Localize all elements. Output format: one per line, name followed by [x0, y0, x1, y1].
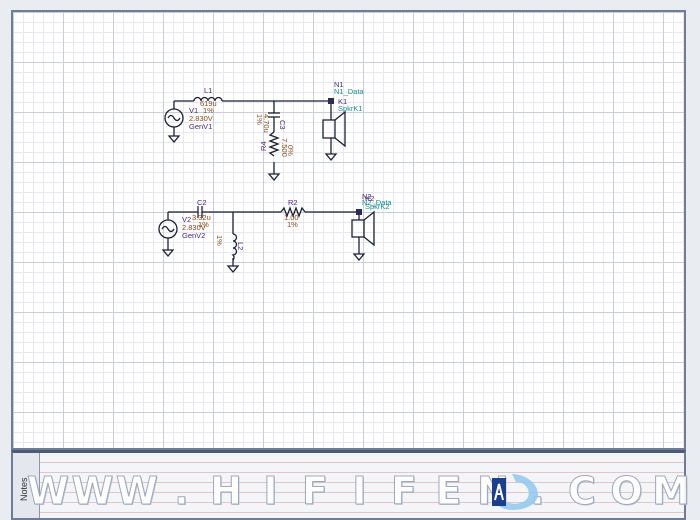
v1-name: GenV1	[189, 122, 212, 131]
inductor-l2[interactable]	[226, 212, 240, 274]
watermark-letter: H	[210, 469, 243, 514]
watermark-letter: I	[263, 469, 278, 514]
c3-ref: C3	[278, 120, 287, 130]
r4-value: 7.500	[280, 138, 289, 157]
r2-ref: R2	[288, 198, 298, 207]
r2-tol: 1%	[287, 220, 298, 229]
watermark-letter: O	[610, 469, 643, 514]
node-n1[interactable]	[328, 98, 334, 104]
c2-value: 3.32u	[192, 213, 211, 222]
watermark-letter: I	[352, 469, 367, 514]
r2-value: 1.00	[284, 213, 299, 222]
n2-name: N2_Data	[362, 198, 392, 207]
n2-ref: N2	[362, 192, 372, 201]
v1-voltage: 2.830V	[189, 114, 213, 123]
schematic-canvas[interactable]: L1 619u V1 1% 2.830V GenV1 C3 4.70u 1% R…	[11, 10, 686, 450]
k1-ref: K1	[338, 97, 347, 106]
resistor-r2[interactable]	[280, 206, 306, 218]
logo-icon	[492, 474, 538, 510]
v1-tol: 1%	[203, 106, 214, 115]
v2-name: GenV2	[182, 231, 205, 240]
watermark-letter: W	[27, 469, 70, 514]
l1-value: 619u	[200, 99, 217, 108]
schematic-drawing[interactable]: L1 619u V1 1% 2.830V GenV1 C3 4.70u 1% R…	[13, 12, 688, 452]
resistor-r4[interactable]	[267, 131, 281, 182]
node-n2[interactable]	[356, 209, 362, 215]
watermark-letter: E	[435, 469, 462, 514]
r4-ref: R4	[259, 141, 268, 151]
n1-name: N1_Data	[334, 87, 364, 96]
watermark-letter: C	[568, 469, 597, 514]
l1-ref: L1	[204, 86, 212, 95]
inductor-l1[interactable]	[193, 96, 223, 102]
watermark-letter: .	[174, 469, 189, 514]
c2-tol: 1%	[198, 220, 209, 229]
watermark-letter: F	[391, 469, 418, 514]
capacitor-c3[interactable]	[268, 101, 280, 132]
notes-panel: Notes	[11, 450, 686, 520]
l2-ref: L2	[236, 242, 245, 250]
speaker-k2[interactable]	[351, 210, 375, 262]
voltage-source-v2[interactable]	[158, 212, 178, 258]
voltage-source-v1[interactable]	[164, 101, 184, 144]
c3-value: 4.70u	[262, 114, 271, 133]
notes-tab[interactable]: Notes	[13, 453, 40, 518]
watermark-letter: W	[71, 469, 114, 514]
watermark: WWW.HIFIFEN.COM	[26, 466, 694, 518]
k2-name: SpkrK2	[365, 202, 390, 211]
c3-tol: 1%	[255, 114, 264, 125]
k1-name: SpkrK1	[338, 104, 363, 113]
speaker-k1[interactable]	[322, 110, 346, 162]
watermark-letter: W	[116, 469, 159, 514]
l2-tol: 1%	[215, 235, 224, 246]
n1-ref: N1	[334, 80, 344, 89]
k2-ref: K2	[365, 194, 374, 203]
v2-voltage: 2.830V	[182, 223, 206, 232]
v1-ref: V1	[189, 106, 198, 115]
notes-textarea[interactable]	[40, 453, 684, 518]
c2-ref: C2	[197, 198, 207, 207]
watermark-logo	[478, 470, 546, 514]
watermark-letter: F	[302, 469, 329, 514]
circuit-1	[164, 96, 346, 182]
r4-tol: 0%	[286, 145, 295, 156]
circuit-2	[158, 206, 375, 274]
watermark-letter: M	[652, 469, 691, 514]
v2-ref: V2	[182, 215, 191, 224]
